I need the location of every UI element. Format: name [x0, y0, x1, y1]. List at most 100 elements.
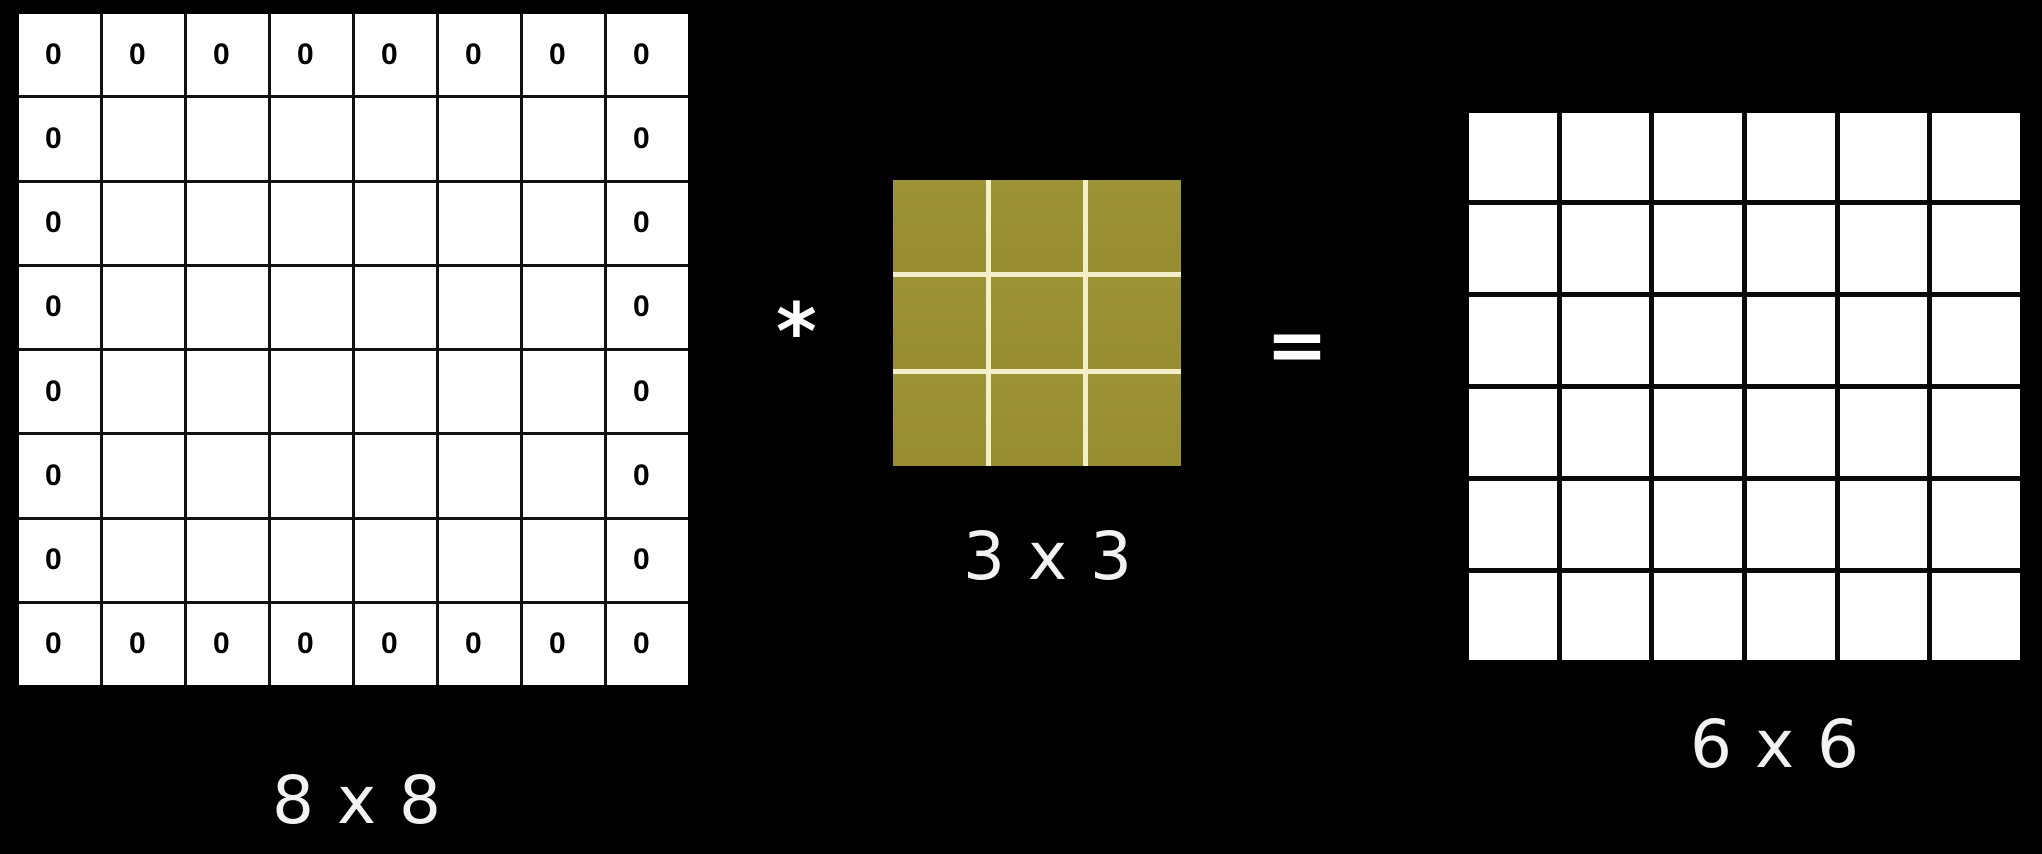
input-cell: 0	[19, 435, 100, 517]
output-cell	[1746, 573, 1835, 660]
input-cell: 0	[355, 603, 436, 685]
input-cell: 0	[19, 14, 100, 96]
kernel-cell	[1088, 180, 1181, 272]
output-cell	[1932, 573, 2020, 660]
input-cell	[439, 182, 520, 264]
output-cell	[1746, 481, 1835, 568]
kernel-cell	[893, 180, 986, 272]
output-cell	[1654, 573, 1742, 660]
kernel-cell	[893, 277, 986, 369]
output-cell	[1469, 297, 1557, 384]
output-cell	[1746, 297, 1835, 384]
input-cell	[271, 182, 352, 264]
input-cell	[187, 266, 268, 348]
kernel-cell	[990, 180, 1084, 272]
equals-operator: =	[1266, 302, 1329, 388]
input-cell: 0	[607, 98, 688, 180]
output-cell	[1561, 481, 1650, 568]
input-cell	[271, 519, 352, 601]
input-cell	[439, 435, 520, 517]
input-cell: 0	[19, 98, 100, 180]
output-cell	[1561, 113, 1650, 200]
kernel-cell	[990, 374, 1084, 466]
input-cell	[103, 182, 184, 264]
input-cell	[271, 435, 352, 517]
input-cell	[355, 435, 436, 517]
kernel-grid-3x3	[893, 180, 1181, 466]
input-cell	[439, 519, 520, 601]
input-cell: 0	[103, 14, 184, 96]
output-cell	[1469, 389, 1557, 476]
output-cell	[1746, 205, 1835, 292]
input-cell	[355, 182, 436, 264]
kernel-cell	[1088, 277, 1181, 369]
output-cell	[1561, 297, 1650, 384]
input-cell: 0	[355, 14, 436, 96]
input-cell	[523, 519, 604, 601]
input-cell	[187, 519, 268, 601]
output-cell	[1932, 297, 2020, 384]
output-cell	[1654, 205, 1742, 292]
output-cell	[1469, 205, 1557, 292]
input-cell	[187, 351, 268, 433]
convolution-operator: *	[776, 288, 817, 378]
output-cell	[1654, 297, 1742, 384]
output-cell	[1839, 205, 1928, 292]
input-cell	[187, 435, 268, 517]
input-cell	[355, 98, 436, 180]
input-cell	[187, 182, 268, 264]
output-cell	[1932, 481, 2020, 568]
input-cell: 0	[607, 14, 688, 96]
output-cell	[1746, 113, 1835, 200]
output-cell	[1839, 481, 1928, 568]
input-cell	[523, 266, 604, 348]
input-cell	[439, 266, 520, 348]
output-cell	[1654, 113, 1742, 200]
input-cell: 0	[607, 351, 688, 433]
input-cell: 0	[607, 182, 688, 264]
input-cell: 0	[607, 519, 688, 601]
input-cell: 0	[439, 14, 520, 96]
input-cell	[271, 98, 352, 180]
input-cell	[103, 435, 184, 517]
input-cell: 0	[271, 14, 352, 96]
input-cell	[439, 98, 520, 180]
kernel-size-label: 3 x 3	[963, 518, 1133, 595]
output-cell	[1932, 113, 2020, 200]
output-cell	[1839, 113, 1928, 200]
input-cell: 0	[439, 603, 520, 685]
output-cell	[1839, 573, 1928, 660]
input-cell: 0	[607, 435, 688, 517]
input-cell: 0	[19, 266, 100, 348]
input-cell	[103, 351, 184, 433]
input-cell	[439, 351, 520, 433]
input-cell: 0	[19, 182, 100, 264]
output-size-label: 6 x 6	[1690, 706, 1860, 783]
input-cell	[103, 519, 184, 601]
input-cell: 0	[19, 351, 100, 433]
input-cell: 0	[523, 14, 604, 96]
input-cell	[523, 351, 604, 433]
input-cell	[355, 266, 436, 348]
kernel-cell	[990, 277, 1084, 369]
kernel-cell	[1088, 374, 1181, 466]
input-cell	[103, 98, 184, 180]
kernel-cell	[893, 374, 986, 466]
input-cell: 0	[19, 603, 100, 685]
input-cell	[523, 98, 604, 180]
output-cell	[1469, 573, 1557, 660]
output-cell	[1839, 297, 1928, 384]
input-cell	[355, 519, 436, 601]
output-cell	[1561, 205, 1650, 292]
output-cell	[1839, 389, 1928, 476]
input-cell	[187, 98, 268, 180]
input-cell: 0	[103, 603, 184, 685]
input-size-label: 8 x 8	[272, 762, 442, 839]
output-cell	[1932, 389, 2020, 476]
input-cell	[523, 182, 604, 264]
input-cell	[271, 351, 352, 433]
input-cell	[355, 351, 436, 433]
output-cell	[1654, 481, 1742, 568]
input-cell: 0	[607, 266, 688, 348]
output-cell	[1561, 389, 1650, 476]
